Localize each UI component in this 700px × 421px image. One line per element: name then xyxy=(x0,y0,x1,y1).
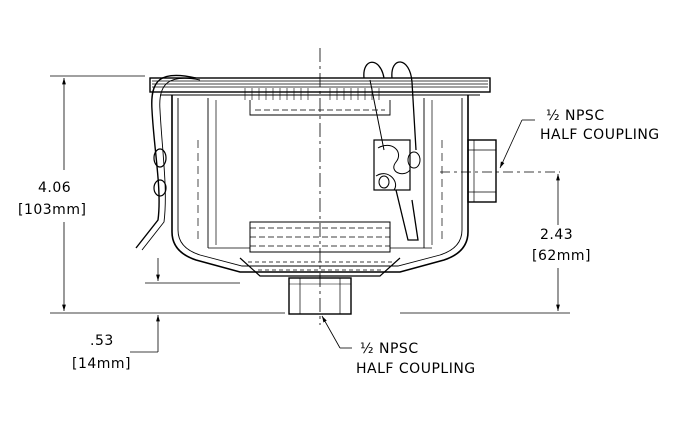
overall-height-inches: 4.06 xyxy=(38,180,71,196)
side-coupling-type: HALF COUPLING xyxy=(540,127,660,143)
dimension-bottom-offset xyxy=(130,258,240,353)
drain-body xyxy=(149,77,491,277)
bottom-coupling-type: HALF COUPLING xyxy=(356,361,476,377)
coupling-height-mm: [62mm] xyxy=(532,248,591,264)
leader-side-coupling xyxy=(499,119,535,169)
bottom-coupling xyxy=(288,277,352,315)
side-coupling-size: ½ NPSC xyxy=(546,108,605,124)
bottom-offset-mm: [14mm] xyxy=(72,356,131,372)
leader-bottom-coupling xyxy=(321,315,352,349)
dimension-overall-height xyxy=(50,75,285,314)
coupling-height-inches: 2.43 xyxy=(540,227,573,243)
grate-handle-left xyxy=(135,74,201,251)
grate-handle-right xyxy=(363,61,421,241)
side-coupling xyxy=(467,139,497,203)
bottom-coupling-size: ½ NPSC xyxy=(360,341,419,357)
overall-height-mm: [103mm] xyxy=(18,202,86,218)
dimension-coupling-height xyxy=(400,174,570,314)
bottom-offset-inches: .53 xyxy=(90,333,114,349)
